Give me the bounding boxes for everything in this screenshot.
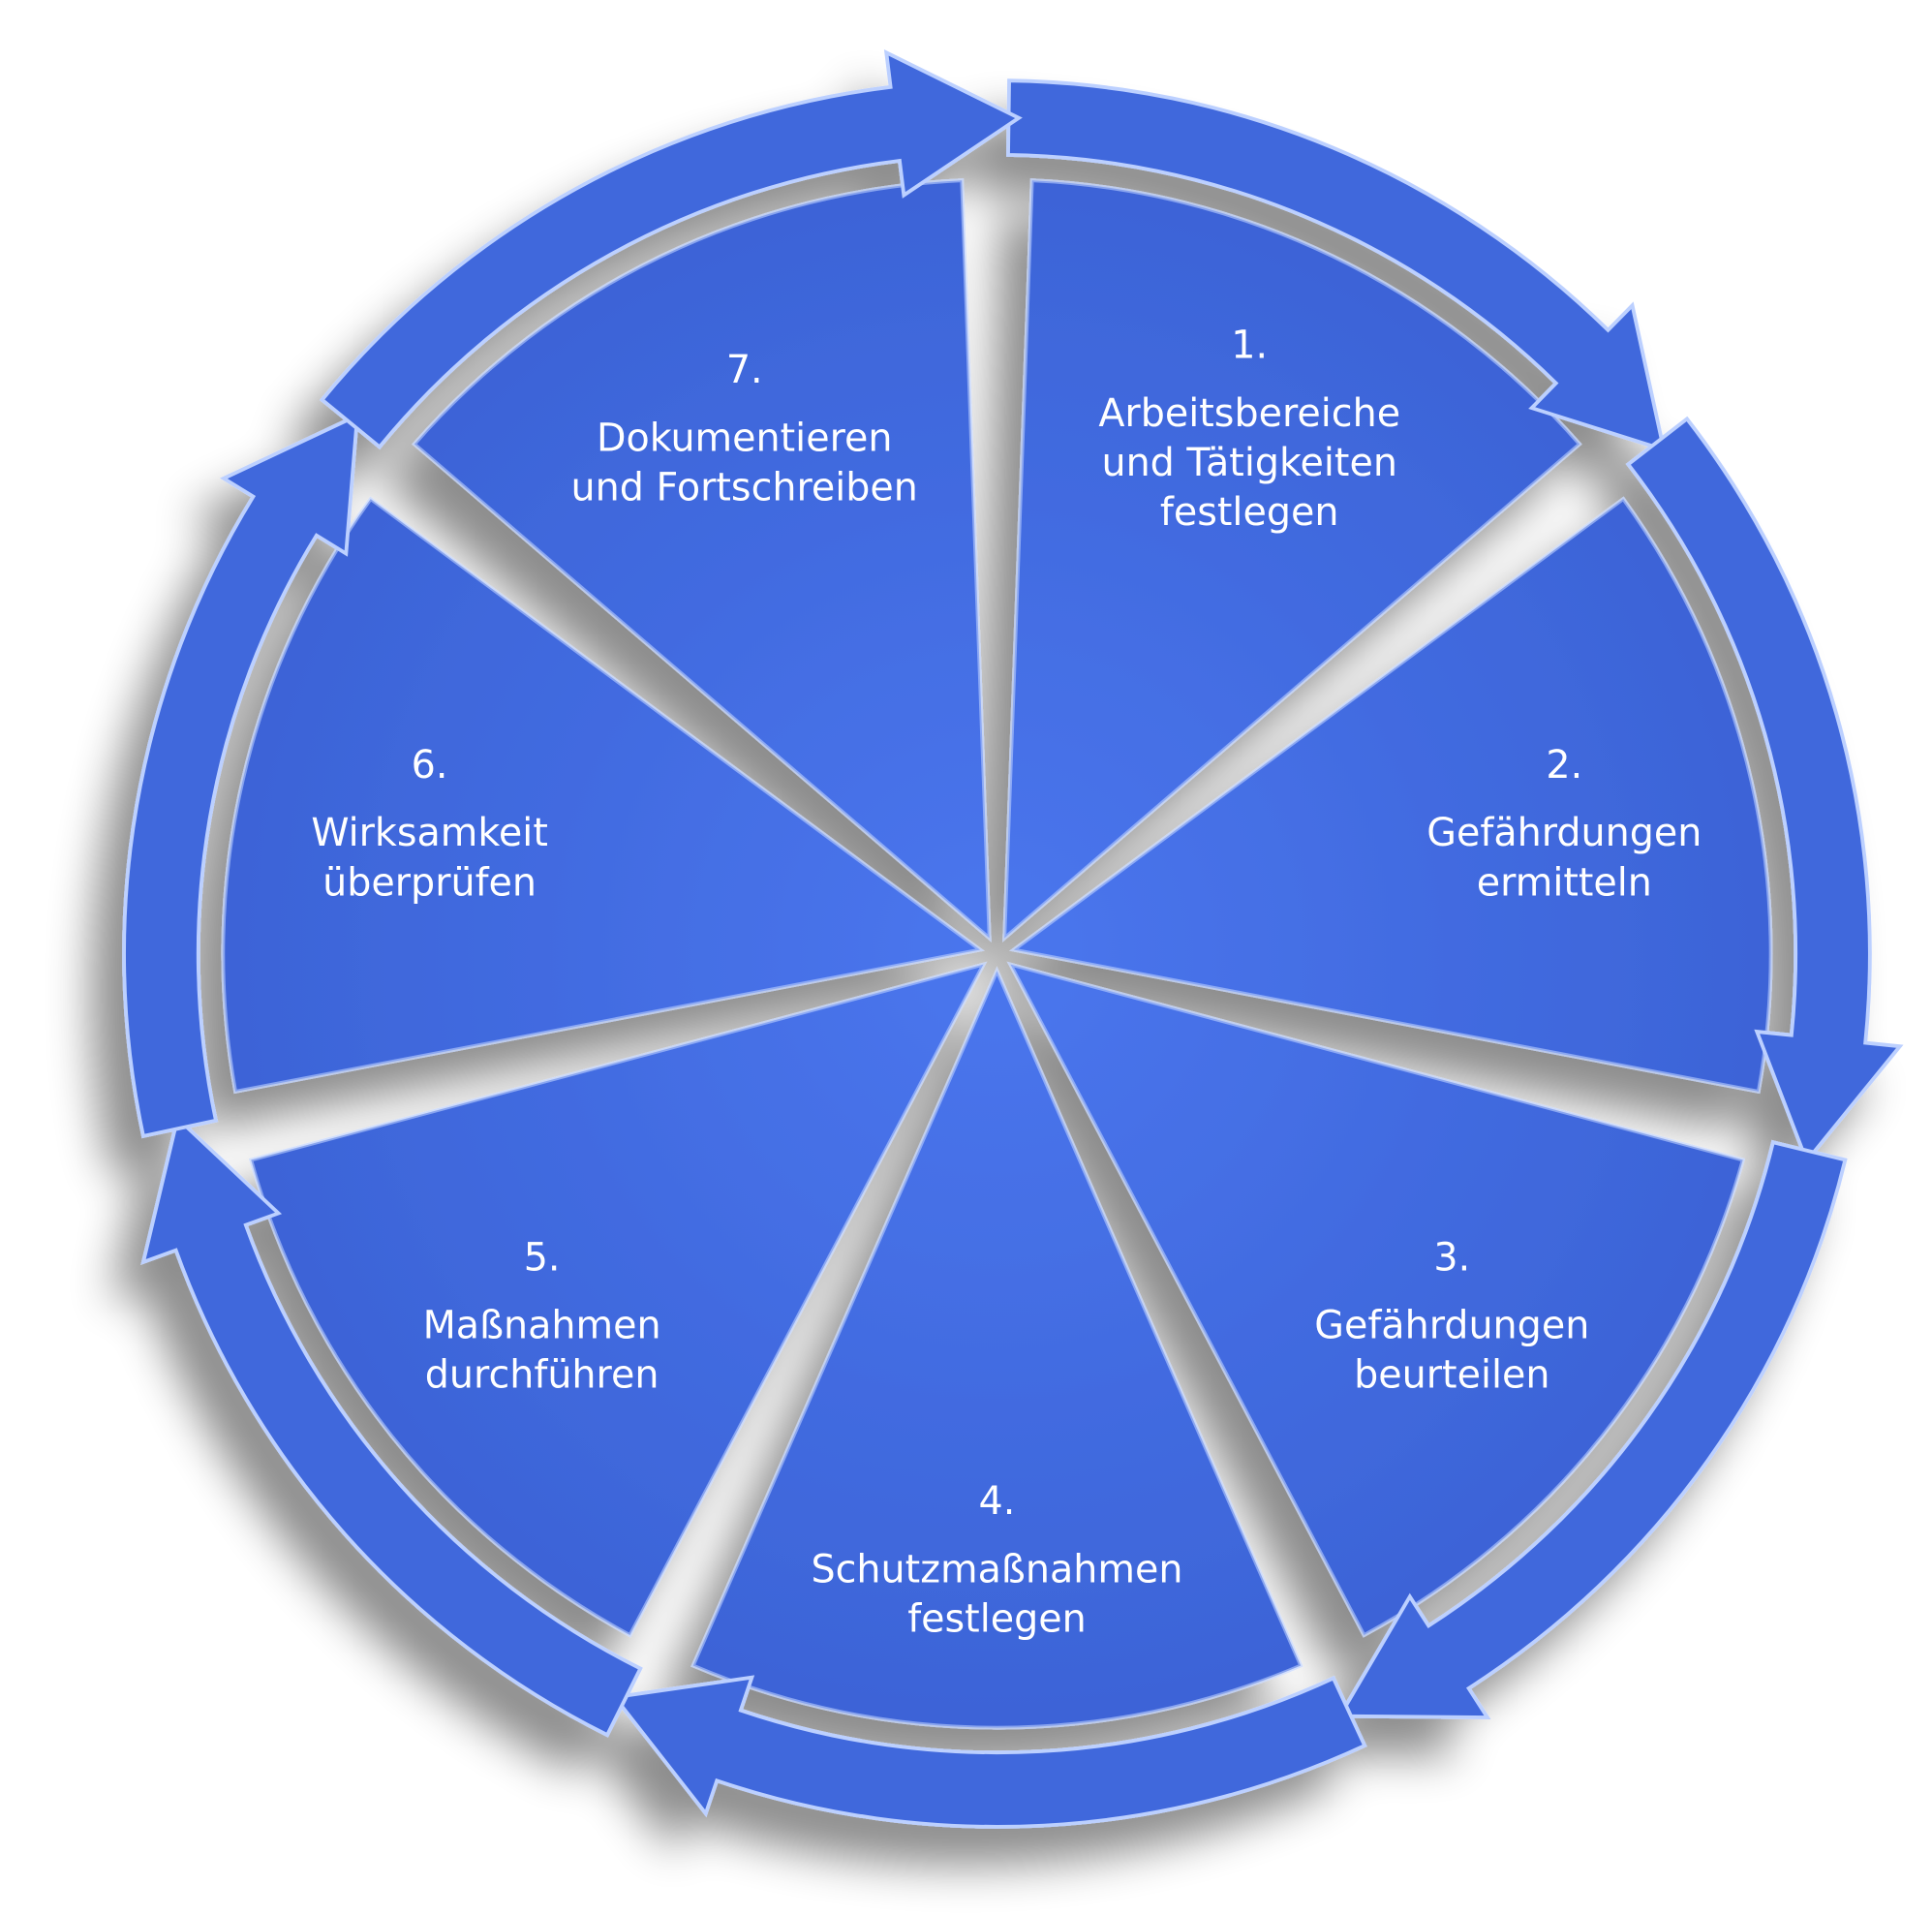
step-7-arrow bbox=[319, 49, 1023, 450]
step-text: festlegen bbox=[1160, 490, 1339, 535]
step-text: beurteilen bbox=[1354, 1353, 1549, 1398]
step-number: 4. bbox=[979, 1479, 1016, 1524]
step-text: überprüfen bbox=[322, 860, 537, 905]
step-text: festlegen bbox=[907, 1597, 1087, 1642]
step-text: Gefährdungen bbox=[1314, 1304, 1589, 1348]
step-text: Maßnahmen bbox=[423, 1304, 661, 1348]
step-number: 1. bbox=[1231, 324, 1268, 368]
step-1-arrow bbox=[1006, 78, 1667, 453]
step-3-label: 3. Gefährdungen beurteilen bbox=[1314, 1235, 1589, 1397]
step-4-label: 4. Schutzmaßnahmen festlegen bbox=[811, 1479, 1182, 1641]
step-text: ermitteln bbox=[1477, 860, 1652, 905]
step-text: Schutzmaßnahmen bbox=[811, 1547, 1182, 1592]
step-number: 2. bbox=[1546, 743, 1582, 788]
step-number: 7. bbox=[726, 348, 763, 392]
step-text: durchführen bbox=[425, 1353, 659, 1398]
step-4-arrow bbox=[611, 1675, 1367, 1829]
step-text: Arbeitsbereiche bbox=[1098, 391, 1400, 436]
step-text: Wirksamkeit bbox=[311, 811, 548, 855]
step-text: Dokumentieren bbox=[597, 416, 893, 460]
step-text: und Tätigkeiten bbox=[1101, 441, 1397, 485]
step-2-wedge bbox=[1009, 496, 1773, 1095]
step-2-arrow bbox=[1625, 416, 1904, 1165]
step-5-arrow bbox=[140, 1114, 643, 1738]
step-text: Gefährdungen bbox=[1426, 811, 1702, 855]
step-3-arrow bbox=[1336, 1139, 1848, 1720]
step-7-wedge bbox=[412, 178, 992, 943]
step-5-label: 5. Maßnahmen durchführen bbox=[423, 1235, 661, 1397]
step-number: 6. bbox=[412, 743, 448, 788]
step-1-wedge bbox=[1002, 178, 1582, 943]
step-6-arrow bbox=[122, 412, 360, 1139]
step-2-label: 2. Gefährdungen ermitteln bbox=[1426, 743, 1702, 905]
step-3-wedge bbox=[1006, 961, 1746, 1638]
step-number: 5. bbox=[524, 1235, 561, 1280]
step-text: und Fortschreiben bbox=[571, 466, 918, 510]
step-6-wedge bbox=[221, 496, 985, 1095]
step-1-label: 1. Arbeitsbereiche und Tätigkeiten festlege… bbox=[1098, 324, 1400, 536]
step-7-label: 7. Dokumentieren und Fortschreiben bbox=[571, 348, 918, 510]
step-6-label: 6. Wirksamkeit überprüfen bbox=[311, 743, 548, 905]
step-4-wedge bbox=[690, 966, 1303, 1730]
step-number: 3. bbox=[1433, 1235, 1470, 1280]
step-5-wedge bbox=[248, 961, 988, 1638]
